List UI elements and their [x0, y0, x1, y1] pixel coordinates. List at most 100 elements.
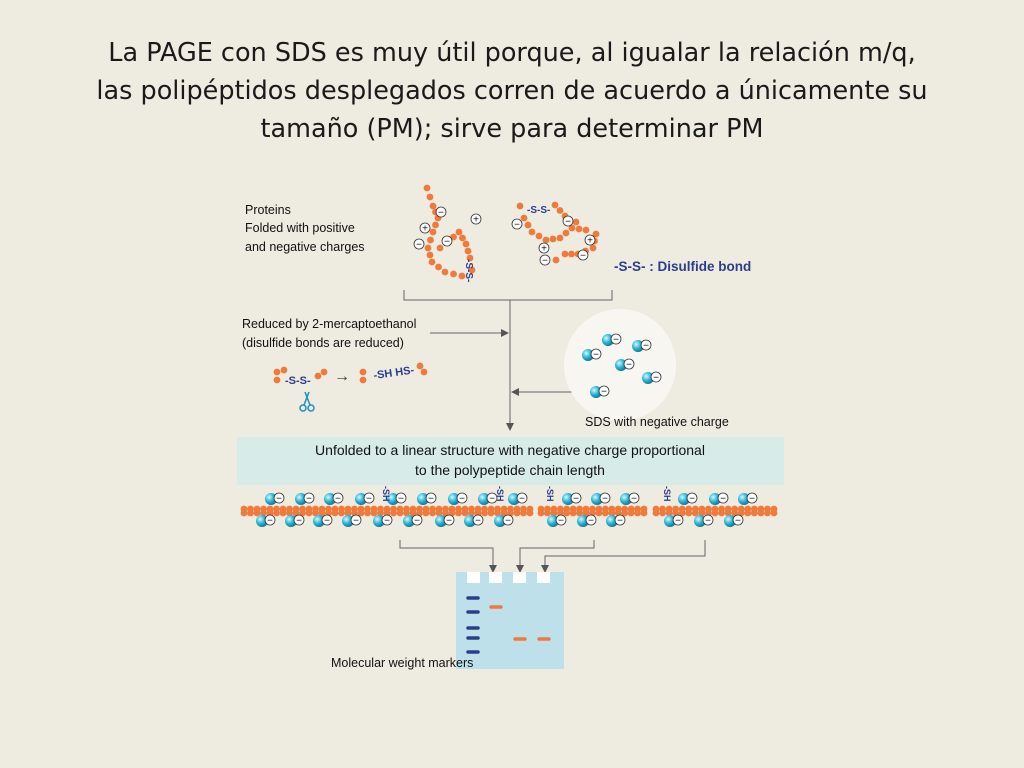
amino-acid-dot	[436, 244, 444, 252]
amino-acid-dot	[299, 509, 306, 517]
amino-acid-dot	[461, 509, 469, 517]
amino-acid-dot	[526, 509, 534, 517]
amino-acid-dot	[468, 266, 476, 274]
negative-charge	[590, 348, 602, 360]
amino-acid-dot	[450, 270, 457, 278]
negative-charge	[441, 235, 453, 247]
amino-acid-dot	[652, 509, 660, 517]
amino-acid-dot	[608, 509, 616, 517]
sh-group-label: -SH	[495, 486, 505, 502]
amino-acid-dot	[273, 376, 281, 384]
amino-acid-dot	[331, 509, 339, 517]
negative-charge	[640, 339, 652, 351]
amino-acid-dot	[561, 250, 569, 258]
amino-acid-dot	[314, 372, 322, 380]
negative-charge	[413, 238, 425, 250]
charge-sign: −	[505, 516, 511, 527]
negative-charge	[395, 492, 407, 504]
unfolded-label-line-2: to the polypeptide chain length	[415, 462, 605, 478]
negative-charge	[425, 492, 437, 504]
amino-acid-dot	[634, 509, 641, 517]
amino-acid-dot	[279, 509, 287, 517]
charge-sign: −	[428, 494, 434, 505]
amino-acid-dot	[377, 509, 384, 517]
charge-sign: +	[422, 224, 428, 235]
amino-acid-dot	[448, 509, 456, 517]
amino-acid-dot	[537, 509, 545, 517]
charge-sign: −	[601, 387, 607, 398]
folded-protein-2	[516, 201, 600, 264]
amino-acid-dot	[659, 509, 666, 517]
charge-sign: +	[473, 215, 479, 226]
amino-acid-dot	[563, 509, 571, 517]
amino-acid-dot	[247, 509, 254, 517]
amino-acid-dot	[426, 193, 434, 201]
amino-acid-dot	[737, 509, 745, 517]
amino-acid-dot	[691, 509, 699, 517]
amino-acid-dot	[435, 263, 442, 271]
amino-acid-dot	[422, 509, 430, 517]
negative-charge	[539, 254, 551, 266]
negative-charge	[672, 514, 684, 526]
amino-acid-dot	[273, 509, 280, 517]
amino-acid-dot	[582, 226, 590, 234]
amino-acid-dot	[569, 509, 577, 517]
amino-acid-dot	[665, 509, 673, 517]
amino-acid-dot	[468, 509, 475, 517]
charge-sign: −	[653, 373, 659, 384]
charge-sign: −	[631, 494, 637, 505]
amino-acid-dot	[466, 254, 474, 262]
negative-charge	[623, 358, 635, 370]
negative-charge	[456, 492, 468, 504]
amino-acid-dot	[757, 509, 765, 517]
charge-sign: −	[416, 240, 422, 251]
charge-sign: −	[438, 208, 444, 219]
negative-charge	[435, 206, 447, 218]
charge-sign: −	[735, 516, 741, 527]
charge-sign: −	[558, 516, 564, 527]
amino-acid-dot	[458, 272, 466, 280]
proteins-label-line-1: Proteins	[245, 203, 291, 217]
negative-charge	[486, 492, 498, 504]
amino-acid-dot	[432, 221, 439, 229]
amino-acid-dot	[487, 509, 495, 517]
linear-chains: −−−−−−−−−−−−−−−−−−−−−−−−−−−−−−-SH-SH-SH-…	[240, 486, 778, 527]
charge-sign: −	[306, 494, 312, 505]
charge-sign: −	[414, 516, 420, 527]
amino-acid-dot	[416, 362, 424, 370]
amino-acid-dot	[462, 240, 470, 248]
amino-acid-dot	[685, 509, 693, 517]
amino-acid-dot	[551, 201, 559, 209]
amino-acid-dot	[286, 509, 293, 517]
amino-acid-dot	[568, 250, 575, 258]
reduction-scheme	[273, 362, 428, 384]
amino-acid-dot	[455, 228, 463, 236]
negative-charge	[511, 218, 523, 230]
amino-acid-dot	[481, 509, 488, 517]
slide-title: La PAGE con SDS es muy útil porque, al i…	[30, 34, 994, 148]
charge-sign: −	[335, 494, 341, 505]
negative-charge	[686, 492, 698, 504]
negative-charge	[443, 514, 455, 526]
negative-charge	[598, 385, 610, 397]
amino-acid-dot	[568, 224, 576, 232]
negative-charge	[303, 492, 315, 504]
amino-acid-dot	[601, 509, 609, 517]
amino-acid-dot	[273, 368, 281, 376]
proteins-label-line-2: Folded with positive	[245, 221, 355, 235]
negative-charge	[702, 514, 714, 526]
negative-charge	[381, 514, 393, 526]
charge-sign: −	[366, 494, 372, 505]
amino-acid-dot	[429, 202, 437, 210]
amino-acid-dot	[764, 509, 771, 517]
amino-acid-dot	[428, 258, 436, 266]
amino-acid-dot	[403, 509, 410, 517]
amino-acid-dot	[318, 509, 326, 517]
amino-acid-dot	[357, 509, 365, 517]
charge-sign: −	[643, 341, 649, 352]
sds-molecules: −−−−−−	[582, 333, 662, 398]
charge-sign: −	[267, 516, 273, 527]
amino-acid-dot	[427, 236, 434, 244]
charge-sign: −	[749, 494, 755, 505]
